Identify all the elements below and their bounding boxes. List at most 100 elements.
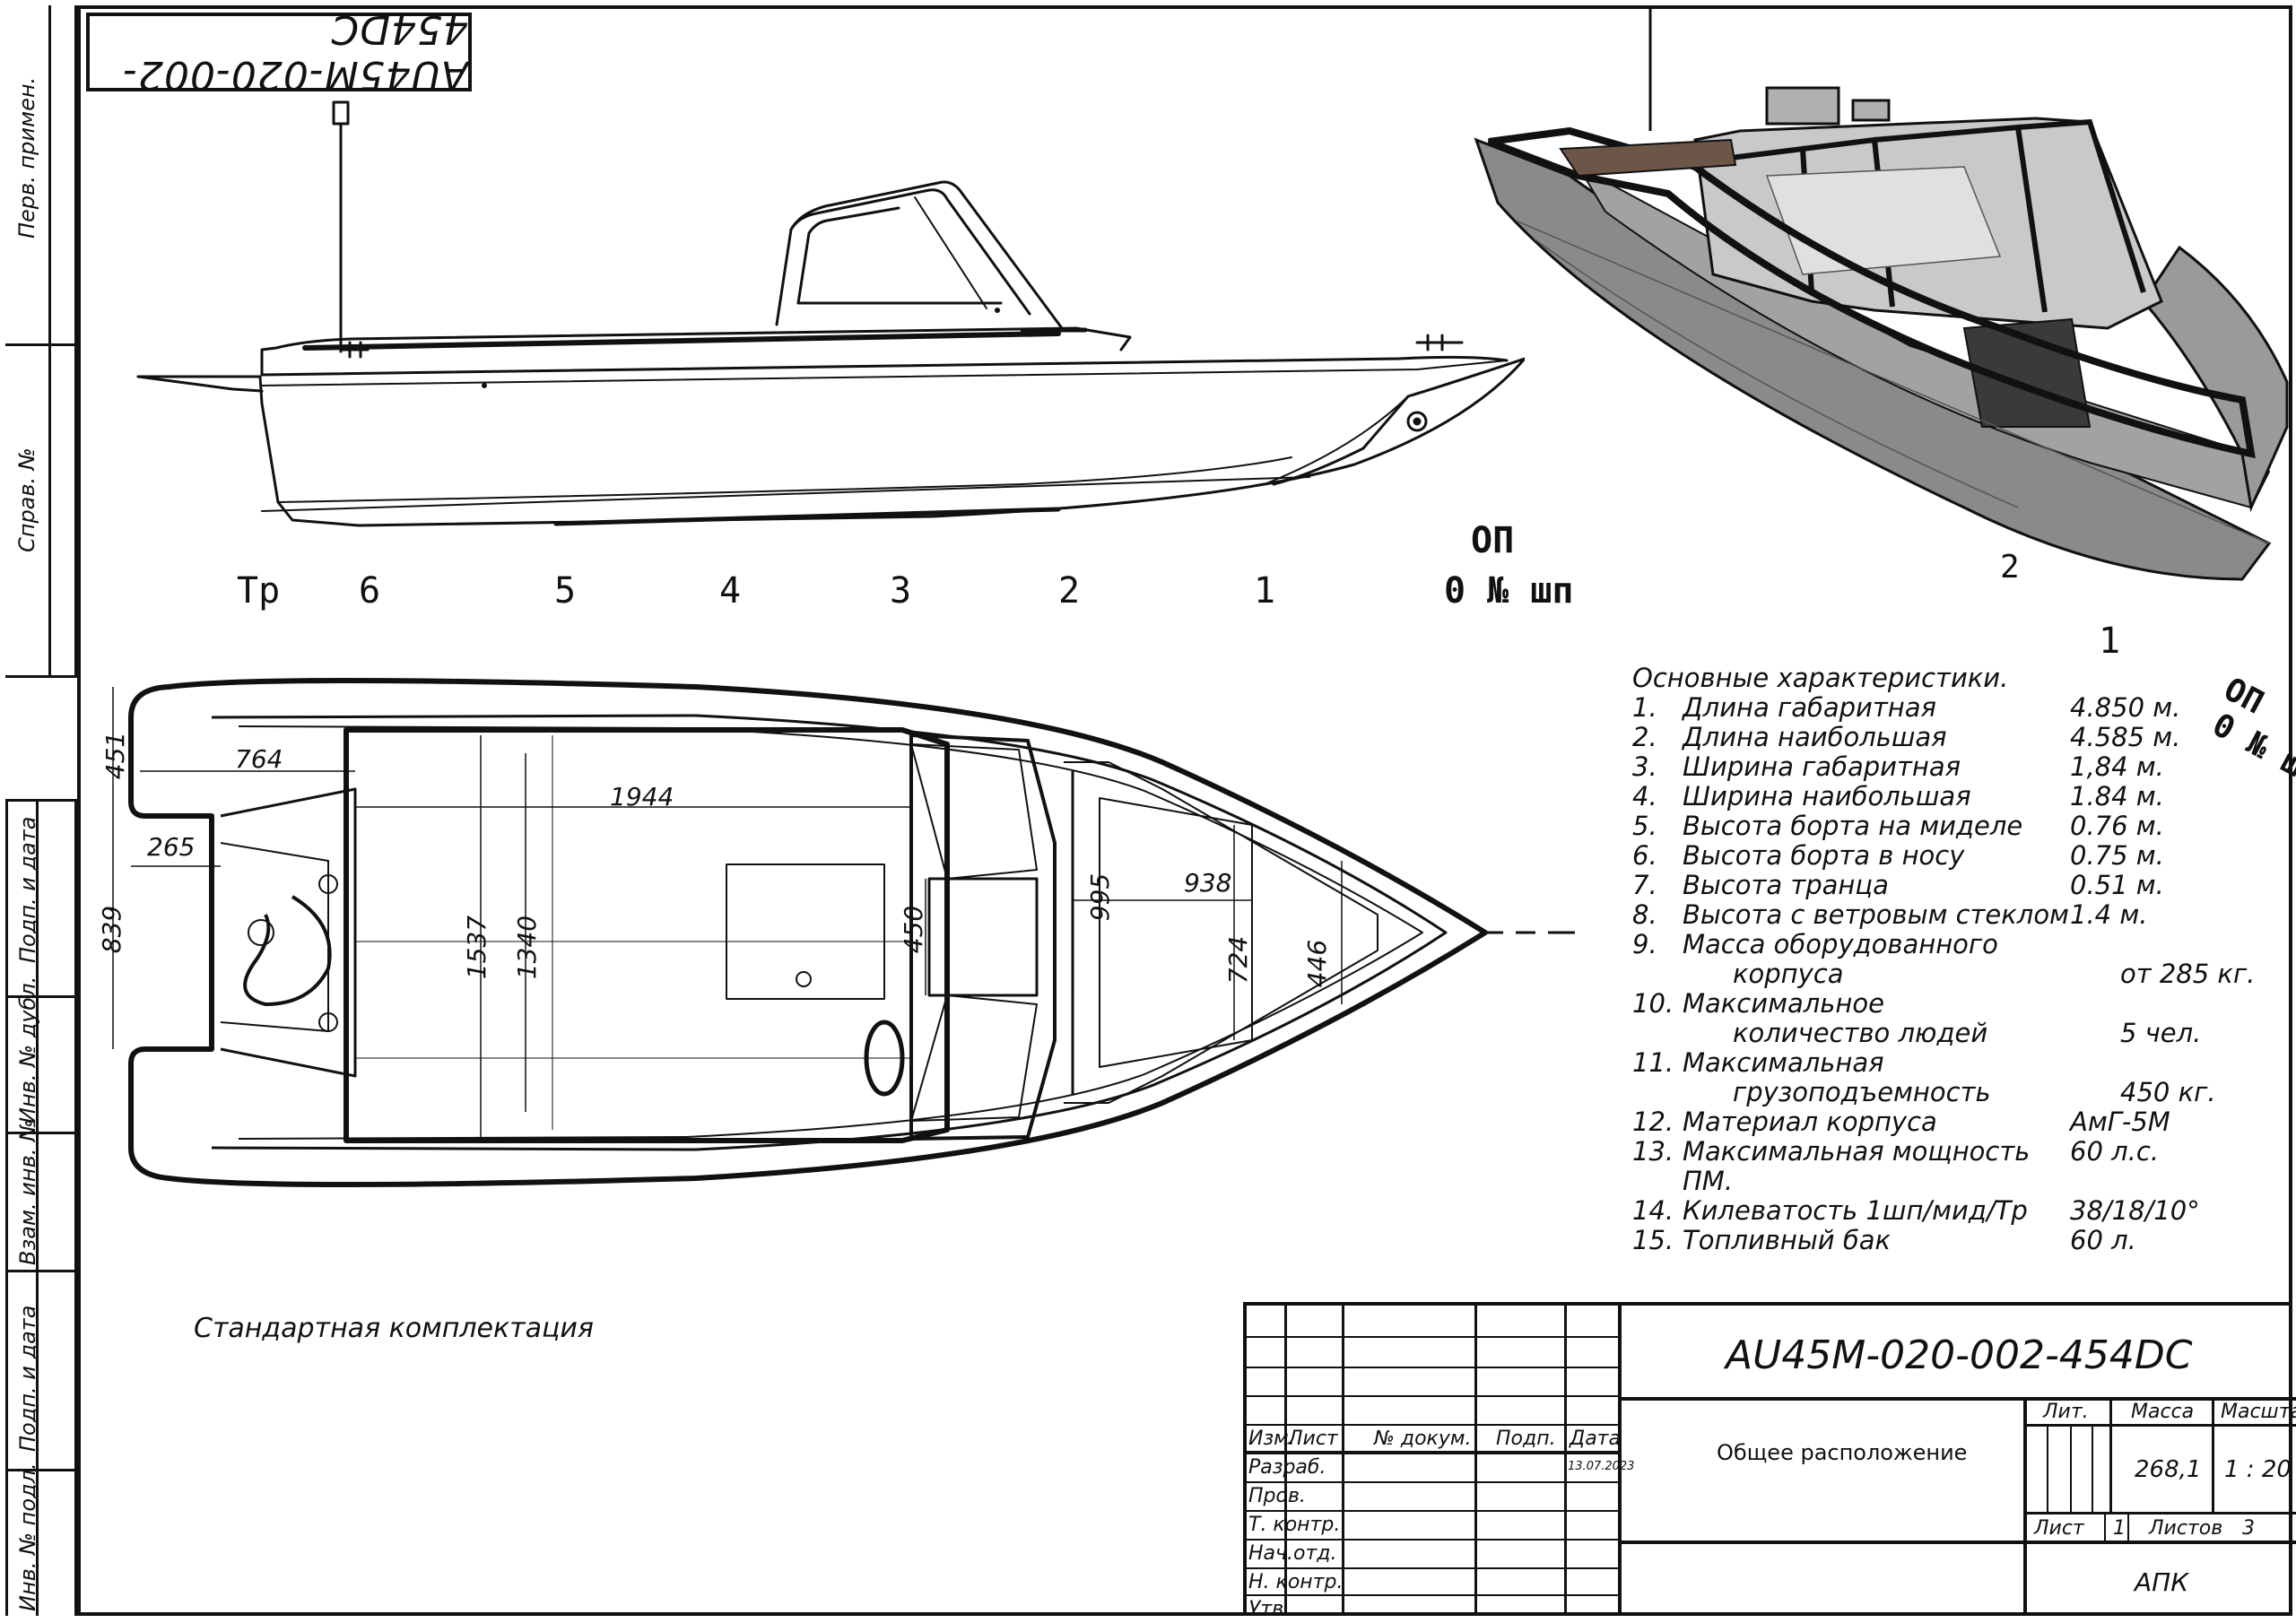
- isometric-view-drawing: [1474, 5, 2289, 581]
- spec-item-label: Килеватость 1шп/мид/Тр: [1683, 1195, 2028, 1226]
- mass-label: Масса: [2131, 1401, 2195, 1423]
- spec-item-value: [2070, 1048, 2278, 1078]
- spec-item-number: 10.: [1632, 988, 1674, 1019]
- frame-number-transom: Тр: [237, 570, 281, 612]
- lit-label: Лит.: [2043, 1401, 2089, 1423]
- sheet-value: 1: [2113, 1517, 2126, 1540]
- sheets-label: Листов: [2149, 1517, 2223, 1540]
- spec-item-value: 0.75 м.: [2070, 840, 2164, 871]
- spec-item-label: количество людей: [1733, 1018, 1988, 1048]
- spec-item-label: Ширина габаритная: [1683, 751, 1961, 782]
- strip-first-use-label: Перв. примен.: [14, 76, 39, 239]
- spec-item-number: 6.: [1632, 840, 1657, 871]
- main-characteristics: Основные характеристики. 1. Длина габарит…: [1632, 664, 2278, 1255]
- zero-frame-label: 0 № шп: [1444, 570, 1574, 612]
- spec-item-value: от 285 кг.: [2120, 959, 2256, 989]
- spec-item-number: 9.: [1632, 929, 1657, 959]
- spec-item-number: 4.: [1632, 781, 1657, 812]
- spec-item-number: 2.: [1632, 722, 1657, 752]
- spec-item-label: Материал корпуса: [1683, 1107, 1937, 1137]
- spec-item-label: Максимальная: [1683, 1047, 1884, 1078]
- spec-item: 13.Максимальная мощность ПМ.60 л.с.: [1632, 1137, 2278, 1196]
- spec-item: 9. Масса оборудованного: [1632, 930, 2278, 959]
- spec-item-number: [1632, 1078, 1683, 1107]
- spec-item-value: 38/18/10°: [2070, 1195, 2200, 1226]
- organization: АПК: [2135, 1567, 2189, 1597]
- title-block-date: 13.07.2023: [1568, 1460, 1635, 1473]
- frame-number-1: 1: [1254, 570, 1276, 612]
- dim-265: 265: [147, 832, 196, 862]
- binding-strip: Перв. примен. Справ. № Подп. и дата Инв.…: [5, 5, 77, 1616]
- upside-down-stamp: AU45M-020-002-454DC: [86, 6, 472, 98]
- spec-item-number: 1.: [1632, 692, 1657, 723]
- spec-item-label: Высота с ветровым стеклом: [1683, 899, 2069, 930]
- spec-item-number: 15.: [1632, 1225, 1674, 1255]
- role-tech-control: Т. контр.: [1248, 1514, 1341, 1536]
- col-header-izm: Изм.: [1248, 1428, 1295, 1450]
- dim-764: 764: [235, 744, 283, 774]
- col-header-sign: Подп.: [1496, 1428, 1556, 1450]
- strip-inv-dupl: Инв. № дубл.: [5, 976, 77, 1134]
- role-checker: Пров.: [1248, 1485, 1306, 1507]
- spec-item-value: 1,84 м.: [2070, 751, 2164, 782]
- spec-item-label: Длина габаритная: [1683, 692, 1936, 723]
- spec-item-label: Максимальная мощность ПМ.: [1683, 1136, 2031, 1196]
- dim-995: 995: [1085, 872, 1116, 922]
- sheets-value: 3: [2242, 1517, 2255, 1540]
- spec-item-value: 4.585 м.: [2070, 722, 2181, 752]
- spec-item-number: 5.: [1632, 811, 1657, 841]
- spec-item-number: 11.: [1632, 1047, 1674, 1078]
- spec-item-label: грузоподъемность: [1733, 1077, 1991, 1107]
- spec-item-value: [2070, 989, 2278, 1019]
- frame-number-5: 5: [554, 570, 577, 612]
- dim-724: 724: [1223, 935, 1254, 985]
- base-plane-label: ОП: [1471, 520, 1515, 561]
- strip-sign-date-2: Подп. и дата: [5, 1272, 77, 1471]
- sheet-label: Лист: [2034, 1517, 2084, 1540]
- spec-item-value: 60 л.: [2070, 1225, 2136, 1255]
- col-header-date: Дата: [1570, 1428, 1621, 1450]
- spec-item-number: 7.: [1632, 870, 1657, 900]
- spec-heading: Основные характеристики.: [1632, 663, 2009, 693]
- spec-item-number: 3.: [1632, 751, 1657, 782]
- col-header-list: Лист: [1288, 1428, 1338, 1450]
- spec-item-value: 1.84 м.: [2070, 781, 2164, 812]
- title-block-doc-code: AU45M-020-002-454DC: [1726, 1332, 2193, 1378]
- spec-item-label: Ширина наибольшая: [1683, 781, 1971, 812]
- spec-item-label: Масса оборудованного: [1683, 929, 1998, 959]
- role-developer: Разраб.: [1248, 1456, 1326, 1479]
- spec-item-value: АмГ-5М: [2070, 1107, 2170, 1137]
- strip-vzam-inv: Взам. инв. №: [5, 1119, 77, 1272]
- spec-item-label: Топливный бак: [1683, 1225, 1891, 1255]
- dim-446: 446: [1302, 939, 1333, 988]
- drawing-frame: [77, 5, 2292, 1616]
- spec-item-label: Высота транца: [1683, 870, 1889, 900]
- spec-item-label: Высота борта на миделе: [1683, 811, 2023, 841]
- role-dept-head: Нач.отд.: [1248, 1542, 1337, 1565]
- spec-item: 11. Максимальная: [1632, 1048, 2278, 1078]
- spec-item: количество людей 5 чел.: [1632, 1019, 2278, 1048]
- spec-item-number: 8.: [1632, 899, 1657, 930]
- spec-item: 15. Топливный бак 60 л.: [1632, 1226, 2278, 1255]
- stamp-code: AU45M-020-002-454DC: [122, 6, 468, 98]
- role-approved: Утв.: [1248, 1598, 1291, 1620]
- scale-value: 1 : 20: [2224, 1456, 2292, 1483]
- dim-1340: 1340: [512, 915, 543, 980]
- role-norm-control: Н. контр.: [1248, 1571, 1344, 1593]
- plan-view-drawing: [112, 678, 1575, 1187]
- strip-ref-no: Справ. №: [5, 346, 77, 678]
- dim-450: 450: [899, 905, 929, 954]
- spec-item-value: 60 л.с.: [2070, 1136, 2160, 1167]
- spec-item-number: 14.: [1632, 1195, 1674, 1226]
- strip-first-use: Перв. примен.: [5, 5, 77, 346]
- frame-number-2: 2: [1058, 570, 1081, 612]
- spec-item-value: 5 чел.: [2120, 1018, 2202, 1048]
